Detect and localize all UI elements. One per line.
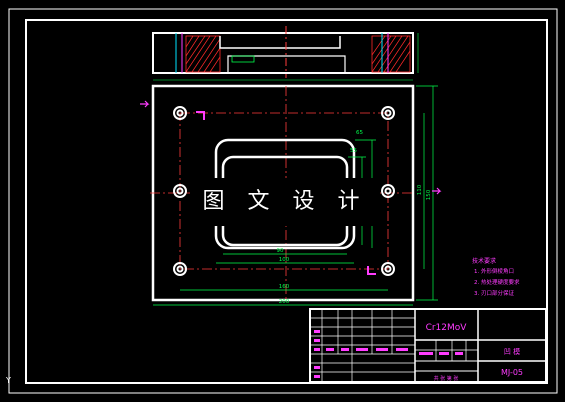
plan-dimensions bbox=[153, 85, 438, 306]
notes-title: 技术要求 bbox=[472, 257, 496, 265]
dim-hole-pitch-y: 110 bbox=[417, 184, 423, 195]
dim-pocket-width: 100 bbox=[279, 257, 290, 263]
title-material: Cr12MoV bbox=[426, 323, 468, 333]
title-block-ticks bbox=[314, 330, 463, 378]
section-view bbox=[152, 26, 419, 81]
notes-item-3: 3. 刃口部分保证 bbox=[474, 289, 514, 297]
dim-pocket-h1: 65 bbox=[356, 130, 363, 136]
notes-item-2: 2. 热处理硬度要求 bbox=[474, 278, 520, 286]
notes-item-1: 1. 外形倒棱角口 bbox=[474, 267, 514, 275]
section-arrow-right bbox=[432, 187, 442, 195]
corner-mark: Y bbox=[5, 376, 11, 385]
inner-border bbox=[25, 19, 548, 384]
title-grid-rows bbox=[310, 317, 478, 373]
title-part-name: 凹 模 bbox=[504, 347, 520, 356]
mounting-holes bbox=[173, 106, 395, 276]
hole-mid-left bbox=[173, 184, 187, 198]
hole-mid-right bbox=[381, 184, 395, 198]
hole-bottom-left bbox=[173, 262, 187, 276]
hatch-right bbox=[371, 35, 411, 73]
watermark-banner: 图 文 设 计 bbox=[190, 178, 380, 226]
dim-inner-width: 90 bbox=[277, 248, 284, 254]
dim-pocket-h2: 55 bbox=[350, 148, 357, 154]
hatch-left bbox=[185, 35, 221, 73]
pin-mark-left bbox=[196, 111, 205, 120]
title-grid-cols bbox=[321, 309, 467, 382]
plan-view: 200 160 100 90 150 110 65 55 bbox=[140, 84, 442, 306]
tech-notes: 技术要求 1. 外形倒棱角口 2. 热处理硬度要求 3. 刃口部分保证 bbox=[472, 257, 520, 297]
hole-pattern-line bbox=[179, 112, 389, 270]
title-drawing-no: MJ-05 bbox=[501, 368, 523, 377]
section-dim-mark bbox=[231, 55, 255, 63]
title-block-frame bbox=[309, 308, 547, 383]
section-outline bbox=[152, 32, 414, 74]
hatch-box-left bbox=[185, 35, 221, 73]
hatch-box-right bbox=[371, 35, 411, 73]
section-cavity bbox=[219, 36, 341, 49]
hole-top-right bbox=[381, 106, 395, 120]
hole-top-left bbox=[173, 106, 187, 120]
title-sheet-row: 共 张 第 张 bbox=[434, 375, 459, 382]
pin-mark-right bbox=[367, 266, 376, 275]
title-block bbox=[309, 308, 547, 383]
section-step bbox=[227, 55, 346, 72]
section-arrow-left bbox=[140, 100, 150, 108]
dim-overall-height: 150 bbox=[426, 189, 432, 200]
hole-bottom-right bbox=[381, 262, 395, 276]
dim-overall-width: 200 bbox=[279, 299, 290, 305]
outer-border bbox=[8, 8, 558, 394]
dim-hole-pitch-x: 160 bbox=[279, 284, 290, 290]
